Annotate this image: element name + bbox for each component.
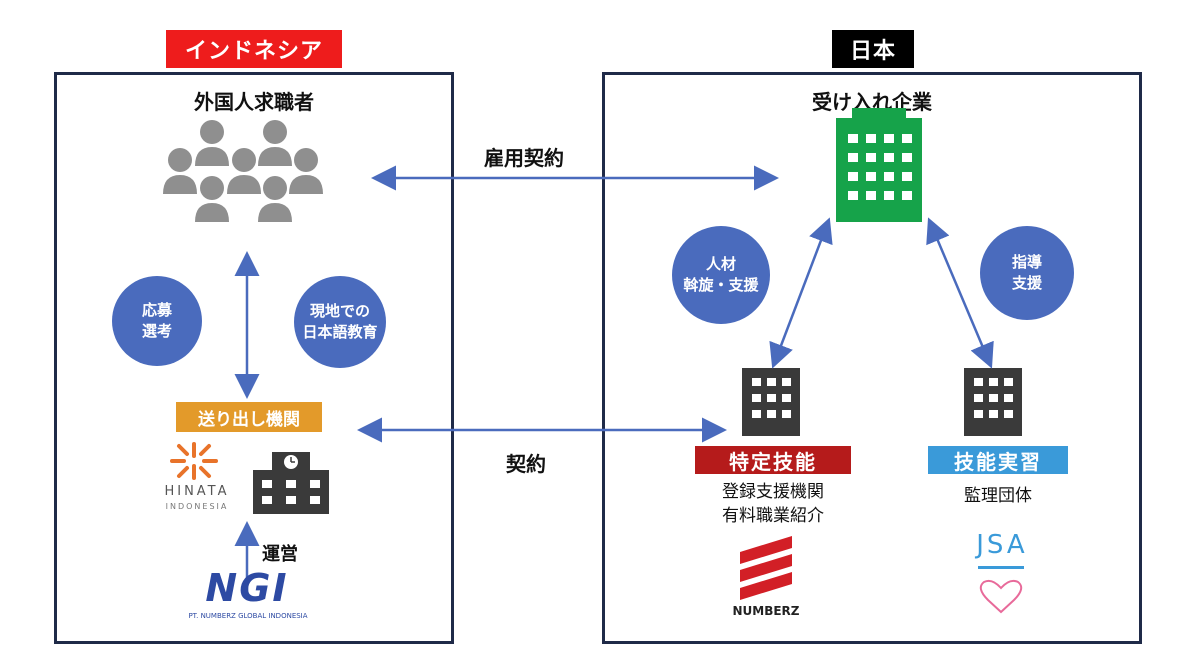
sending-org-pill: 送り出し機関 (176, 402, 322, 432)
jsa-logo-mark (978, 566, 1024, 614)
ginou-pill: 技能実習 (928, 446, 1068, 474)
hinata-logo-mark (170, 442, 218, 480)
guidance-support-bubble: 指導 支援 (980, 226, 1074, 320)
hinata-logo-subtext: INDONESIA (165, 502, 229, 511)
job-seekers-title: 外国人求職者 (194, 90, 314, 114)
company-building-icon (836, 108, 922, 222)
tokutei-pill: 特定技能 (695, 446, 851, 474)
ngi-logo-subtext: PT. NUMBERZ GLOBAL INDONESIA (188, 612, 308, 620)
japanese-education-bubble: 現地での 日本語教育 (294, 276, 386, 368)
indonesia-tag: インドネシア (166, 30, 342, 68)
jsa-logo-text: JSA (976, 530, 1028, 560)
support-arrow (769, 217, 833, 369)
operation-label: 運営 (262, 544, 298, 565)
indonesia-panel (54, 72, 454, 644)
talent-support-bubble: 人材 斡旋・支援 (672, 226, 770, 324)
ginou-building-icon (964, 368, 1022, 436)
ngi-logo-text: NGI (205, 566, 289, 610)
numberz-logo-mark (740, 536, 792, 600)
numberz-logo-text: NUMBERZ (732, 604, 800, 618)
guidance-arrow (926, 217, 994, 369)
contract-label: 契約 (506, 452, 546, 476)
tokutei-building-icon (742, 368, 800, 436)
recruit-select-bubble: 応募 選考 (112, 276, 202, 366)
japan-tag: 日本 (832, 30, 914, 68)
hinata-logo-text: HINATA (164, 484, 230, 499)
employment-contract-label: 雇用契約 (484, 146, 564, 170)
tokutei-description: 登録支援機関 有料職業紹介 (722, 482, 824, 526)
japan-panel (602, 72, 1142, 644)
job-seekers-icon (163, 120, 323, 222)
sending-org-building-icon (253, 452, 329, 514)
ginou-description: 監理団体 (964, 486, 1032, 506)
